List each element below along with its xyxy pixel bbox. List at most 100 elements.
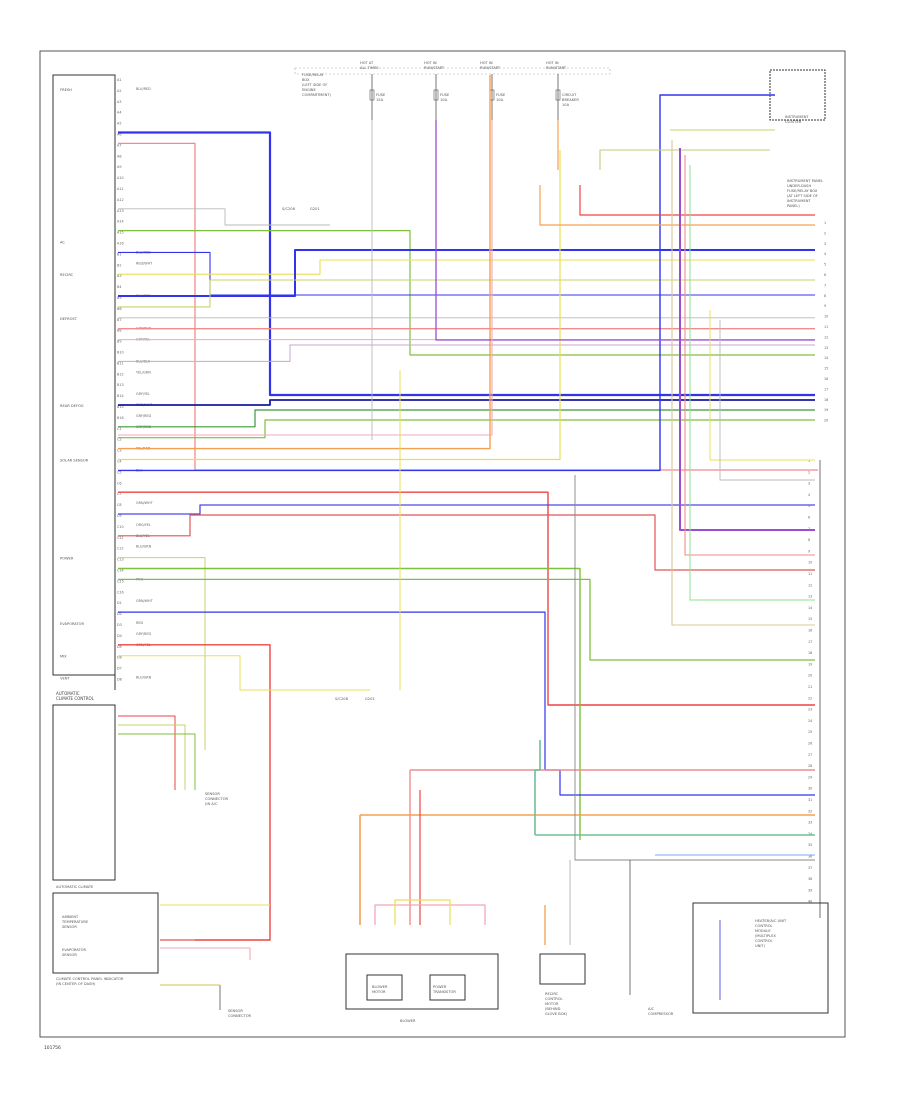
wire-gry-1 (118, 208, 330, 226)
wire-low-1 (118, 715, 176, 790)
ecu-wire-label-D1: GRN/WHT (136, 599, 154, 603)
ecu-pin-C6: C6 (117, 481, 122, 485)
right-pin-lower-24: 24 (808, 719, 812, 723)
right-pin-lower-40: 40 (808, 900, 812, 904)
wire-blu-3 (118, 249, 815, 297)
right-pin-lower-8: 8 (808, 538, 810, 542)
right-pin-lower-15: 15 (808, 617, 812, 621)
ambient-sensor-block: AUTOMATIC CLIMATE AMBIENT TEMPERATURE SE… (52, 885, 159, 986)
fuse-1-title-4: COMPARTMENT) (302, 93, 332, 97)
fuse-4-fuse-2: 10A (562, 103, 570, 107)
right-pin-lower-4: 4 (808, 493, 810, 497)
ecu-group-9: VENT (60, 677, 70, 681)
fuse-1-title-3: ENGINE (302, 88, 316, 92)
right-pin-lower-13: 13 (808, 595, 812, 599)
wire-ic-3 (679, 148, 815, 531)
wire-ic-7 (719, 320, 815, 481)
right-pin-lower-3: 3 (808, 482, 810, 486)
instrument-panel-relay-line-3: (AT LEFT SIDE OF (787, 194, 818, 198)
ecu-group-2: RECIRC (60, 273, 74, 277)
ecu-pin-A9: A9 (117, 165, 121, 169)
ecu-pin-D3: D3 (117, 623, 122, 627)
wire-ic-5 (689, 165, 815, 601)
ecu-pin-A14: A14 (117, 220, 124, 224)
ecu-pin-B4: B4 (117, 285, 121, 289)
wire-grn-yel-1 (118, 230, 815, 356)
ecu-pin-D7: D7 (117, 667, 122, 671)
instrument-panel-relay-line-0: INSTRUMENT PANEL (787, 179, 823, 183)
right-pin-9: 9 (824, 304, 826, 308)
svg-text:GLOVE BOX): GLOVE BOX) (545, 1012, 568, 1016)
fuse-4-fuse-1: BREAKER (562, 98, 579, 102)
ecu-pin-C10: C10 (117, 525, 124, 529)
heater-ac-unit-line-1: CONTROL (755, 924, 773, 928)
svg-text:TRANSISTOR: TRANSISTOR (432, 990, 456, 994)
ecu-wire-label-D4: GRY/RED (136, 632, 151, 636)
wire-mid-7 (534, 740, 541, 835)
splice-label-1: S/C208 (282, 207, 296, 211)
right-pin-lower-25: 25 (808, 730, 812, 734)
svg-text:(IN CENTER OF DASH): (IN CENTER OF DASH) (56, 982, 96, 986)
fuse-3-fuse-1: 10A (496, 98, 504, 102)
right-pin-lower-17: 17 (808, 640, 812, 644)
wire-ic-2 (671, 140, 815, 626)
heater-ac-unit-line-5: UNIT) (755, 944, 766, 948)
fuse-3-hot-1: RUN/START (480, 66, 501, 70)
right-pin-lower-22: 22 (808, 696, 812, 700)
wire-relay-3 (599, 149, 770, 170)
wire-wht-grn-1 (118, 344, 815, 362)
ecu-pin-C12: C12 (117, 547, 124, 551)
right-pin-lower-16: 16 (808, 629, 812, 633)
right-pin-13: 13 (824, 346, 828, 350)
ecu-pin-C9: C9 (117, 514, 122, 518)
ecu-wire-label-C10: ORG/YEL (136, 523, 151, 527)
ecu-group-1: AC (60, 241, 65, 245)
svg-text:AMBIENT: AMBIENT (62, 915, 79, 919)
instrument-panel-relay-line-4: INSTRUMENT (787, 199, 811, 203)
ecu-pin-C15: C15 (117, 579, 124, 583)
splice-label-2: S/C208 (335, 697, 349, 701)
right-pin-lower-30: 30 (808, 787, 812, 791)
right-pin-lower-11: 11 (808, 572, 812, 576)
ecu-pin-C7: C7 (117, 492, 122, 496)
svg-text:SENSOR: SENSOR (62, 953, 77, 957)
ecu-pin-D2: D2 (117, 612, 122, 616)
wire-low-3 (118, 733, 196, 790)
svg-text:CONNECTOR: CONNECTOR (205, 797, 229, 801)
wire-relay-1 (579, 185, 815, 216)
ecu-pin-C13: C13 (117, 558, 124, 562)
ecu-pin-C16: C16 (117, 590, 124, 594)
ecu-lower-box (52, 704, 116, 881)
heater-ac-unit-line-2: MODULE (755, 929, 771, 933)
ecu-pin-A5: A5 (117, 122, 121, 126)
right-pin-lower-29: 29 (808, 775, 812, 779)
wire-grn-blk-1 (118, 409, 815, 428)
svg-text:AUTOMATIC: AUTOMATIC (56, 885, 78, 889)
ecu-group-4: REAR DEFOG (60, 404, 84, 408)
recirc-block: RECIRC CONTROL MOTOR (BEHIND GLOVE BOX) (539, 953, 586, 1016)
ecu-pin-B6: B6 (117, 307, 121, 311)
ecu-pin-B12: B12 (117, 372, 124, 376)
instrument-panel-relay-line-5: PANEL) (787, 204, 800, 208)
right-pin-lower-28: 28 (808, 764, 812, 768)
solenoid-block: A/C COMPRESSOR (648, 1007, 674, 1016)
svg-text:G201: G201 (310, 207, 320, 211)
fuse-3-hot-0: HOT IN (480, 61, 493, 65)
ecu-pin-B3: B3 (117, 274, 121, 278)
right-pin-lower-32: 32 (808, 809, 812, 813)
sensor-mid-label: SENSOR (205, 792, 220, 796)
wire-blu-4 (118, 94, 775, 472)
instrument-panel-relay-line-1: UNDER-DASH (787, 184, 811, 188)
ecu-pin-B9: B9 (117, 340, 121, 344)
right-pin-lower-20: 20 (808, 674, 812, 678)
instrument-cluster-line-1: CLUSTER (785, 120, 802, 124)
wire-dkblu-1 (118, 399, 815, 406)
ecu-wire-label-B16: GRY/RED (136, 414, 151, 418)
right-connector-column: INSTRUMENT CLUSTER INSTRUMENT PANELUNDER-D… (692, 69, 829, 1014)
right-pin-lower-27: 27 (808, 753, 812, 757)
wire-yel-2 (118, 150, 561, 461)
svg-text:SENSOR: SENSOR (228, 1009, 243, 1013)
heater-ac-unit-line-0: HEATER/A/C UNIT (755, 919, 787, 923)
